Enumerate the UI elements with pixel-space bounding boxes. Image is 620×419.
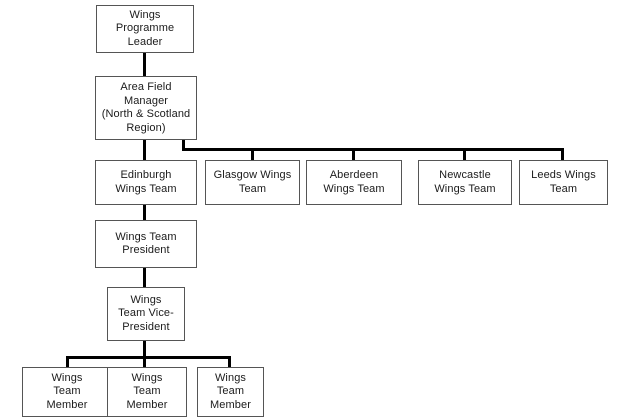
connector-vice-president-to-bus bbox=[143, 341, 146, 358]
node-leeds-wings-team[interactable]: Leeds Wings Team bbox=[519, 160, 608, 205]
node-newcastle-wings-team[interactable]: Newcastle Wings Team bbox=[418, 160, 512, 205]
connector-regional-bus bbox=[182, 148, 564, 151]
connector-bus-to-aberdeen bbox=[352, 148, 355, 160]
connector-bus-to-member-1 bbox=[66, 356, 69, 369]
connector-manager-to-edinburgh bbox=[143, 140, 146, 160]
node-label: Wings Team Member bbox=[126, 371, 168, 411]
node-area-field-manager[interactable]: Area Field Manager (North & Scotland Reg… bbox=[95, 76, 197, 140]
node-label: Glasgow Wings Team bbox=[213, 169, 292, 195]
node-edinburgh-wings-team[interactable]: Edinburgh Wings Team bbox=[95, 160, 197, 205]
node-wings-team-member-1[interactable]: Wings Team Member bbox=[22, 367, 112, 417]
connector-edinburgh-to-president bbox=[143, 205, 146, 220]
node-label: Wings Team Member bbox=[46, 371, 88, 411]
node-wings-team-vice-president[interactable]: Wings Team Vice- President bbox=[107, 287, 185, 341]
connector-president-to-vice-president bbox=[143, 268, 146, 287]
connector-bus-to-member-2 bbox=[143, 356, 146, 369]
connector-leader-to-manager bbox=[143, 53, 146, 76]
node-label: Leeds Wings Team bbox=[531, 169, 596, 195]
node-label: Area Field Manager (North & Scotland Reg… bbox=[101, 81, 191, 134]
node-wings-team-member-3[interactable]: Wings Team Member bbox=[197, 367, 264, 417]
connector-manager-to-bus bbox=[182, 140, 185, 151]
connector-member-bus bbox=[66, 356, 231, 359]
node-label: Wings Team President bbox=[115, 230, 177, 257]
node-label: Wings Team Vice- President bbox=[118, 293, 174, 333]
node-wings-team-member-2[interactable]: Wings Team Member bbox=[107, 367, 187, 417]
connector-bus-to-newcastle bbox=[463, 148, 466, 160]
node-label: Newcastle Wings Team bbox=[434, 169, 496, 195]
connector-bus-to-leeds bbox=[561, 148, 564, 160]
node-label: Aberdeen Wings Team bbox=[323, 169, 385, 195]
node-label: Wings Team Member bbox=[210, 371, 251, 411]
node-aberdeen-wings-team[interactable]: Aberdeen Wings Team bbox=[306, 160, 402, 205]
node-wings-programme-leader[interactable]: Wings Programme Leader bbox=[96, 5, 194, 53]
connector-bus-to-glasgow bbox=[251, 148, 254, 160]
connector-bus-to-member-3 bbox=[228, 356, 231, 369]
node-label: Edinburgh Wings Team bbox=[115, 169, 177, 195]
node-label: Wings Programme Leader bbox=[115, 8, 175, 48]
node-wings-team-president[interactable]: Wings Team President bbox=[95, 220, 197, 268]
node-glasgow-wings-team[interactable]: Glasgow Wings Team bbox=[205, 160, 300, 205]
